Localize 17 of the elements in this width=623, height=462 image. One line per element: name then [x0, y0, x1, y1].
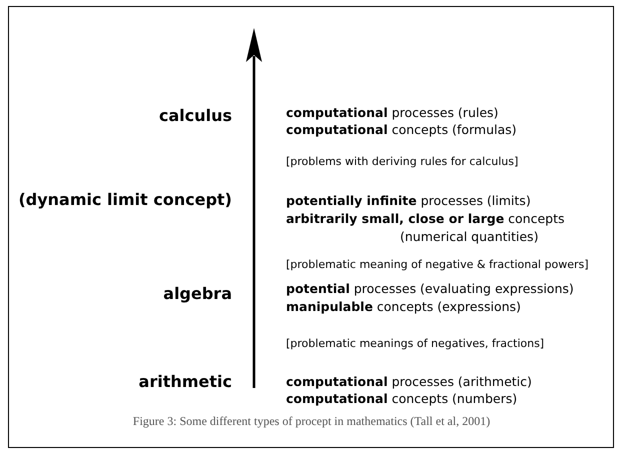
description-text: (numerical quantities) [400, 228, 538, 246]
stage-label: (dynamic limit concept) [18, 189, 232, 211]
description-text: manipulable concepts (expressions) [286, 298, 521, 316]
stage-label: arithmetic [138, 371, 232, 393]
stage-label: algebra [163, 283, 232, 305]
problem-note: [problematic meanings of negatives, fractions] [286, 336, 544, 352]
description-text: computational concepts (formulas) [286, 121, 517, 139]
figure-caption: Figure 3: Some different types of procept in mathematics (Tall et al, 2001) [132, 413, 492, 430]
description-text: potential processes (evaluating expressions) [286, 280, 574, 298]
description-text: arbitrarily small, close or large concepts [286, 210, 565, 228]
description-text: computational processes (arithmetic) [286, 373, 532, 391]
description-text: computational processes (rules) [286, 104, 498, 122]
description-text: potentially infinite processes (limits) [286, 192, 531, 210]
description-text: computational concepts (numbers) [286, 390, 518, 408]
problem-note: [problems with deriving rules for calculus] [286, 154, 518, 170]
stage-label: calculus [158, 105, 232, 127]
problem-note: [problematic meaning of negative & fractional powers] [286, 257, 589, 273]
